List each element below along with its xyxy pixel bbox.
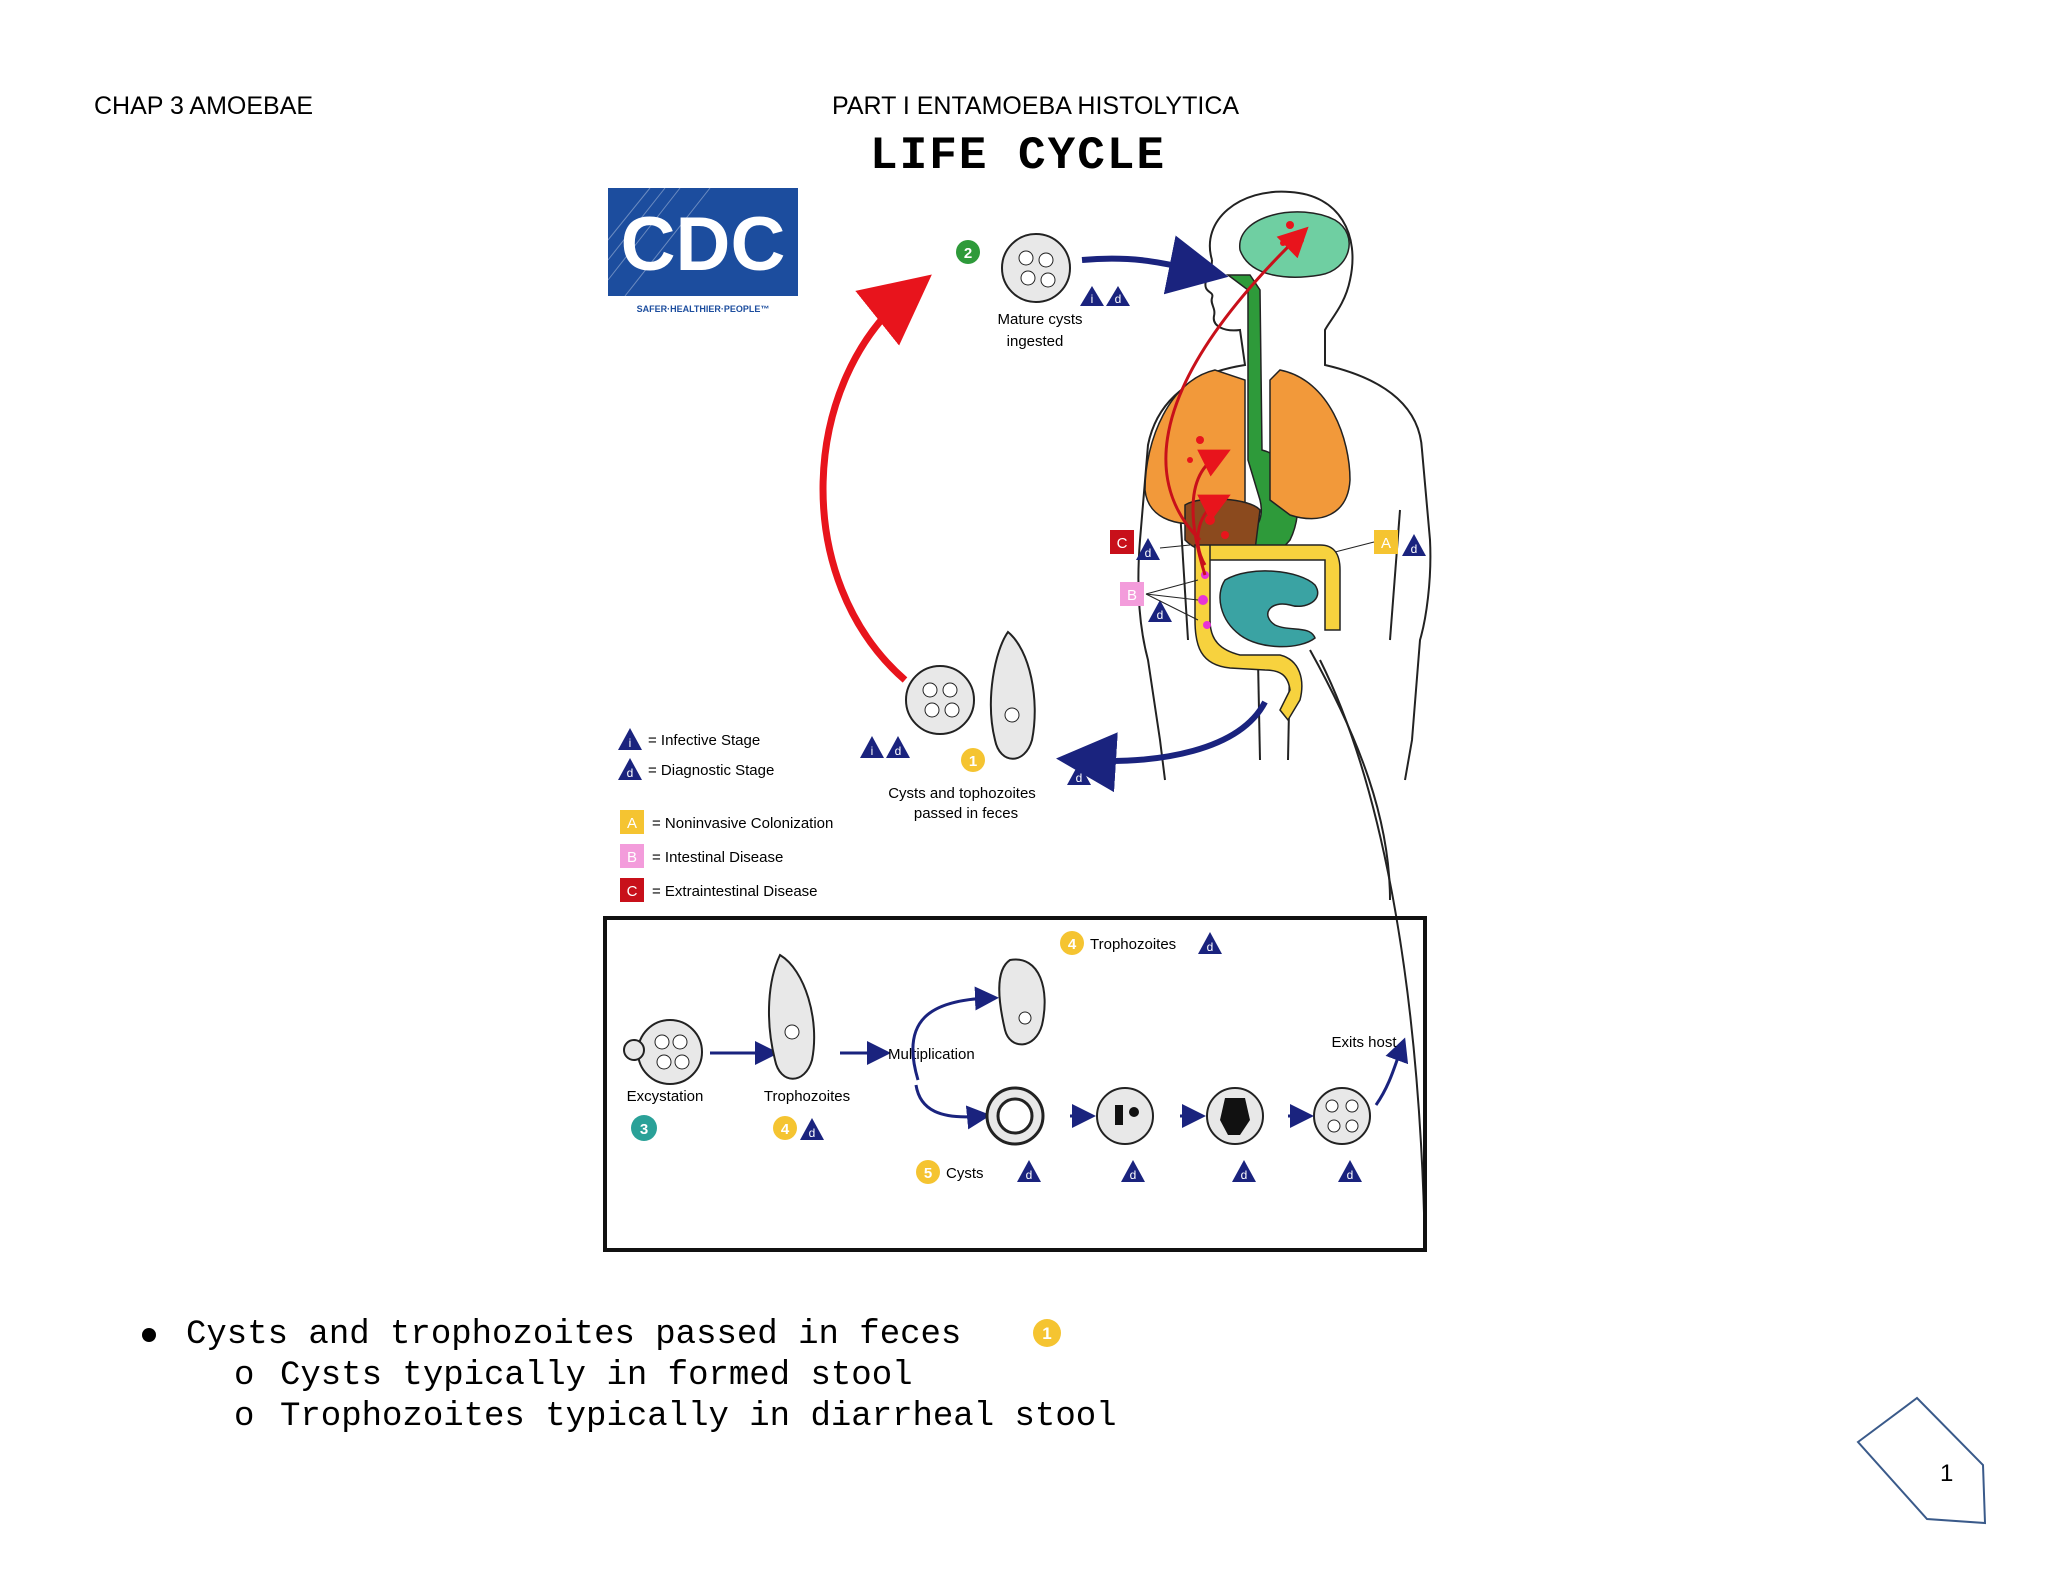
cyst-stage-1 <box>985 1086 1045 1146</box>
sub-bullet-marker-2: o <box>234 1398 255 1436</box>
header-part: PART I ENTAMOEBA HISTOLYTICA <box>832 92 1240 120</box>
svg-text:4: 4 <box>781 1121 790 1138</box>
svg-text:4: 4 <box>1068 936 1077 953</box>
colon <box>1194 544 1341 722</box>
svg-text:d: d <box>1130 1168 1137 1182</box>
legend-infective: = Infective Stage <box>648 732 760 749</box>
mature-cysts-label-1: Mature cysts <box>997 311 1082 328</box>
passed-trophozoite <box>989 630 1036 760</box>
cysts-label: Cysts <box>946 1165 984 1182</box>
small-intestine <box>1219 570 1319 648</box>
bullet-sub-1: Cysts typically in formed stool <box>280 1357 913 1395</box>
svg-text:C: C <box>1117 535 1128 552</box>
bullet-main: Cysts and trophozoites passed in feces <box>186 1316 962 1354</box>
page-number: 1 <box>1940 1460 1954 1487</box>
svg-text:1: 1 <box>1042 1324 1051 1343</box>
sub-bullet-marker-1: o <box>234 1357 255 1395</box>
passed-cyst <box>905 665 975 735</box>
brain <box>1239 211 1350 278</box>
svg-text:B: B <box>1127 587 1137 604</box>
infective-diagnostic-badges-top: i d <box>1080 286 1130 306</box>
bullet-dot <box>142 1328 156 1342</box>
badge-a: A d <box>1334 530 1426 556</box>
mature-cysts-label-2: ingested <box>1007 333 1064 350</box>
excystation-cyst <box>623 1019 703 1085</box>
trophozoites-label-b: Trophozoites <box>1090 936 1176 953</box>
svg-text:i: i <box>629 736 632 750</box>
trophozoite-a <box>768 953 816 1080</box>
legend-intestinal: = Intestinal Disease <box>652 849 783 866</box>
legend: i = Infective Stage d = Diagnostic Stage… <box>618 728 833 902</box>
svg-text:d: d <box>1115 292 1122 306</box>
right-lung <box>1269 369 1351 520</box>
svg-text:d: d <box>1241 1168 1248 1182</box>
page-number-shape <box>1856 1396 1987 1525</box>
badge-4-b: 4 <box>1060 931 1084 955</box>
svg-text:A: A <box>1381 535 1391 552</box>
badge-c: C d <box>1110 530 1191 560</box>
badge-3: 3 <box>631 1115 657 1141</box>
svg-text:i: i <box>1091 292 1094 306</box>
badge-1: 1 <box>961 748 985 772</box>
trophozoites-label-a: Trophozoites <box>764 1088 850 1105</box>
infective-diagnostic-badges-mid: i d d <box>860 736 1091 785</box>
life-cycle-diagram: CDC SAFER·HEALTHIER·PEOPLE™ <box>603 187 1432 1253</box>
svg-text:d: d <box>1207 940 1214 954</box>
svg-text:3: 3 <box>640 1121 648 1138</box>
svg-text:d: d <box>1347 1168 1354 1182</box>
passed-label-2: passed in feces <box>914 805 1018 822</box>
badge-2: 2 <box>956 240 980 264</box>
svg-text:A: A <box>627 815 637 832</box>
cyst-diagnostic-badges: d d d d <box>1017 1160 1362 1182</box>
svg-text:d: d <box>1145 546 1152 560</box>
exits-host-label: Exits host <box>1331 1034 1397 1051</box>
legend-noninvasive: = Noninvasive Colonization <box>652 815 833 832</box>
cyst-stage-4 <box>1313 1087 1371 1145</box>
bullet-badge-1: 1 <box>1033 1319 1061 1347</box>
svg-text:2: 2 <box>964 245 972 262</box>
cyst-stage-3 <box>1206 1087 1264 1145</box>
bullet-sub-2: Trophozoites typically in diarrheal stoo… <box>280 1398 1117 1436</box>
passed-label-1: Cysts and tophozoites <box>888 785 1036 802</box>
svg-text:C: C <box>627 883 638 900</box>
trophozoite-b <box>998 958 1046 1046</box>
logo-text: CDC <box>621 202 786 287</box>
svg-text:d: d <box>1157 608 1164 622</box>
mature-cyst <box>1001 233 1071 303</box>
excystation-label: Excystation <box>627 1088 704 1105</box>
multiplication-label: Multiplication <box>888 1046 975 1063</box>
svg-text:d: d <box>895 744 902 758</box>
badge-4-a: 4 d <box>773 1116 824 1140</box>
badge-b: B d <box>1120 579 1199 622</box>
header-chapter: CHAP 3 AMOEBAE <box>94 92 314 120</box>
svg-text:1: 1 <box>969 753 977 770</box>
page-title-text: LIFE CYCLE <box>870 130 1167 182</box>
svg-text:d: d <box>1411 542 1418 556</box>
svg-text:d: d <box>1076 771 1083 785</box>
svg-text:d: d <box>809 1126 816 1140</box>
legend-extraintestinal: = Extraintestinal Disease <box>652 883 818 900</box>
svg-text:i: i <box>871 744 874 758</box>
svg-text:B: B <box>627 849 637 866</box>
svg-text:d: d <box>1026 1168 1033 1182</box>
intestinal-stages-box <box>603 916 1427 1252</box>
legend-diagnostic: = Diagnostic Stage <box>648 762 774 779</box>
logo-tagline: SAFER·HEALTHIER·PEOPLE™ <box>637 304 770 314</box>
badge-5: 5 <box>916 1160 940 1184</box>
cdc-logo: CDC SAFER·HEALTHIER·PEOPLE™ <box>607 187 798 318</box>
svg-text:5: 5 <box>924 1165 932 1182</box>
svg-text:d: d <box>627 766 634 780</box>
diagnostic-badge-troph-b: d <box>1198 932 1222 954</box>
cyst-stage-2 <box>1096 1087 1154 1145</box>
